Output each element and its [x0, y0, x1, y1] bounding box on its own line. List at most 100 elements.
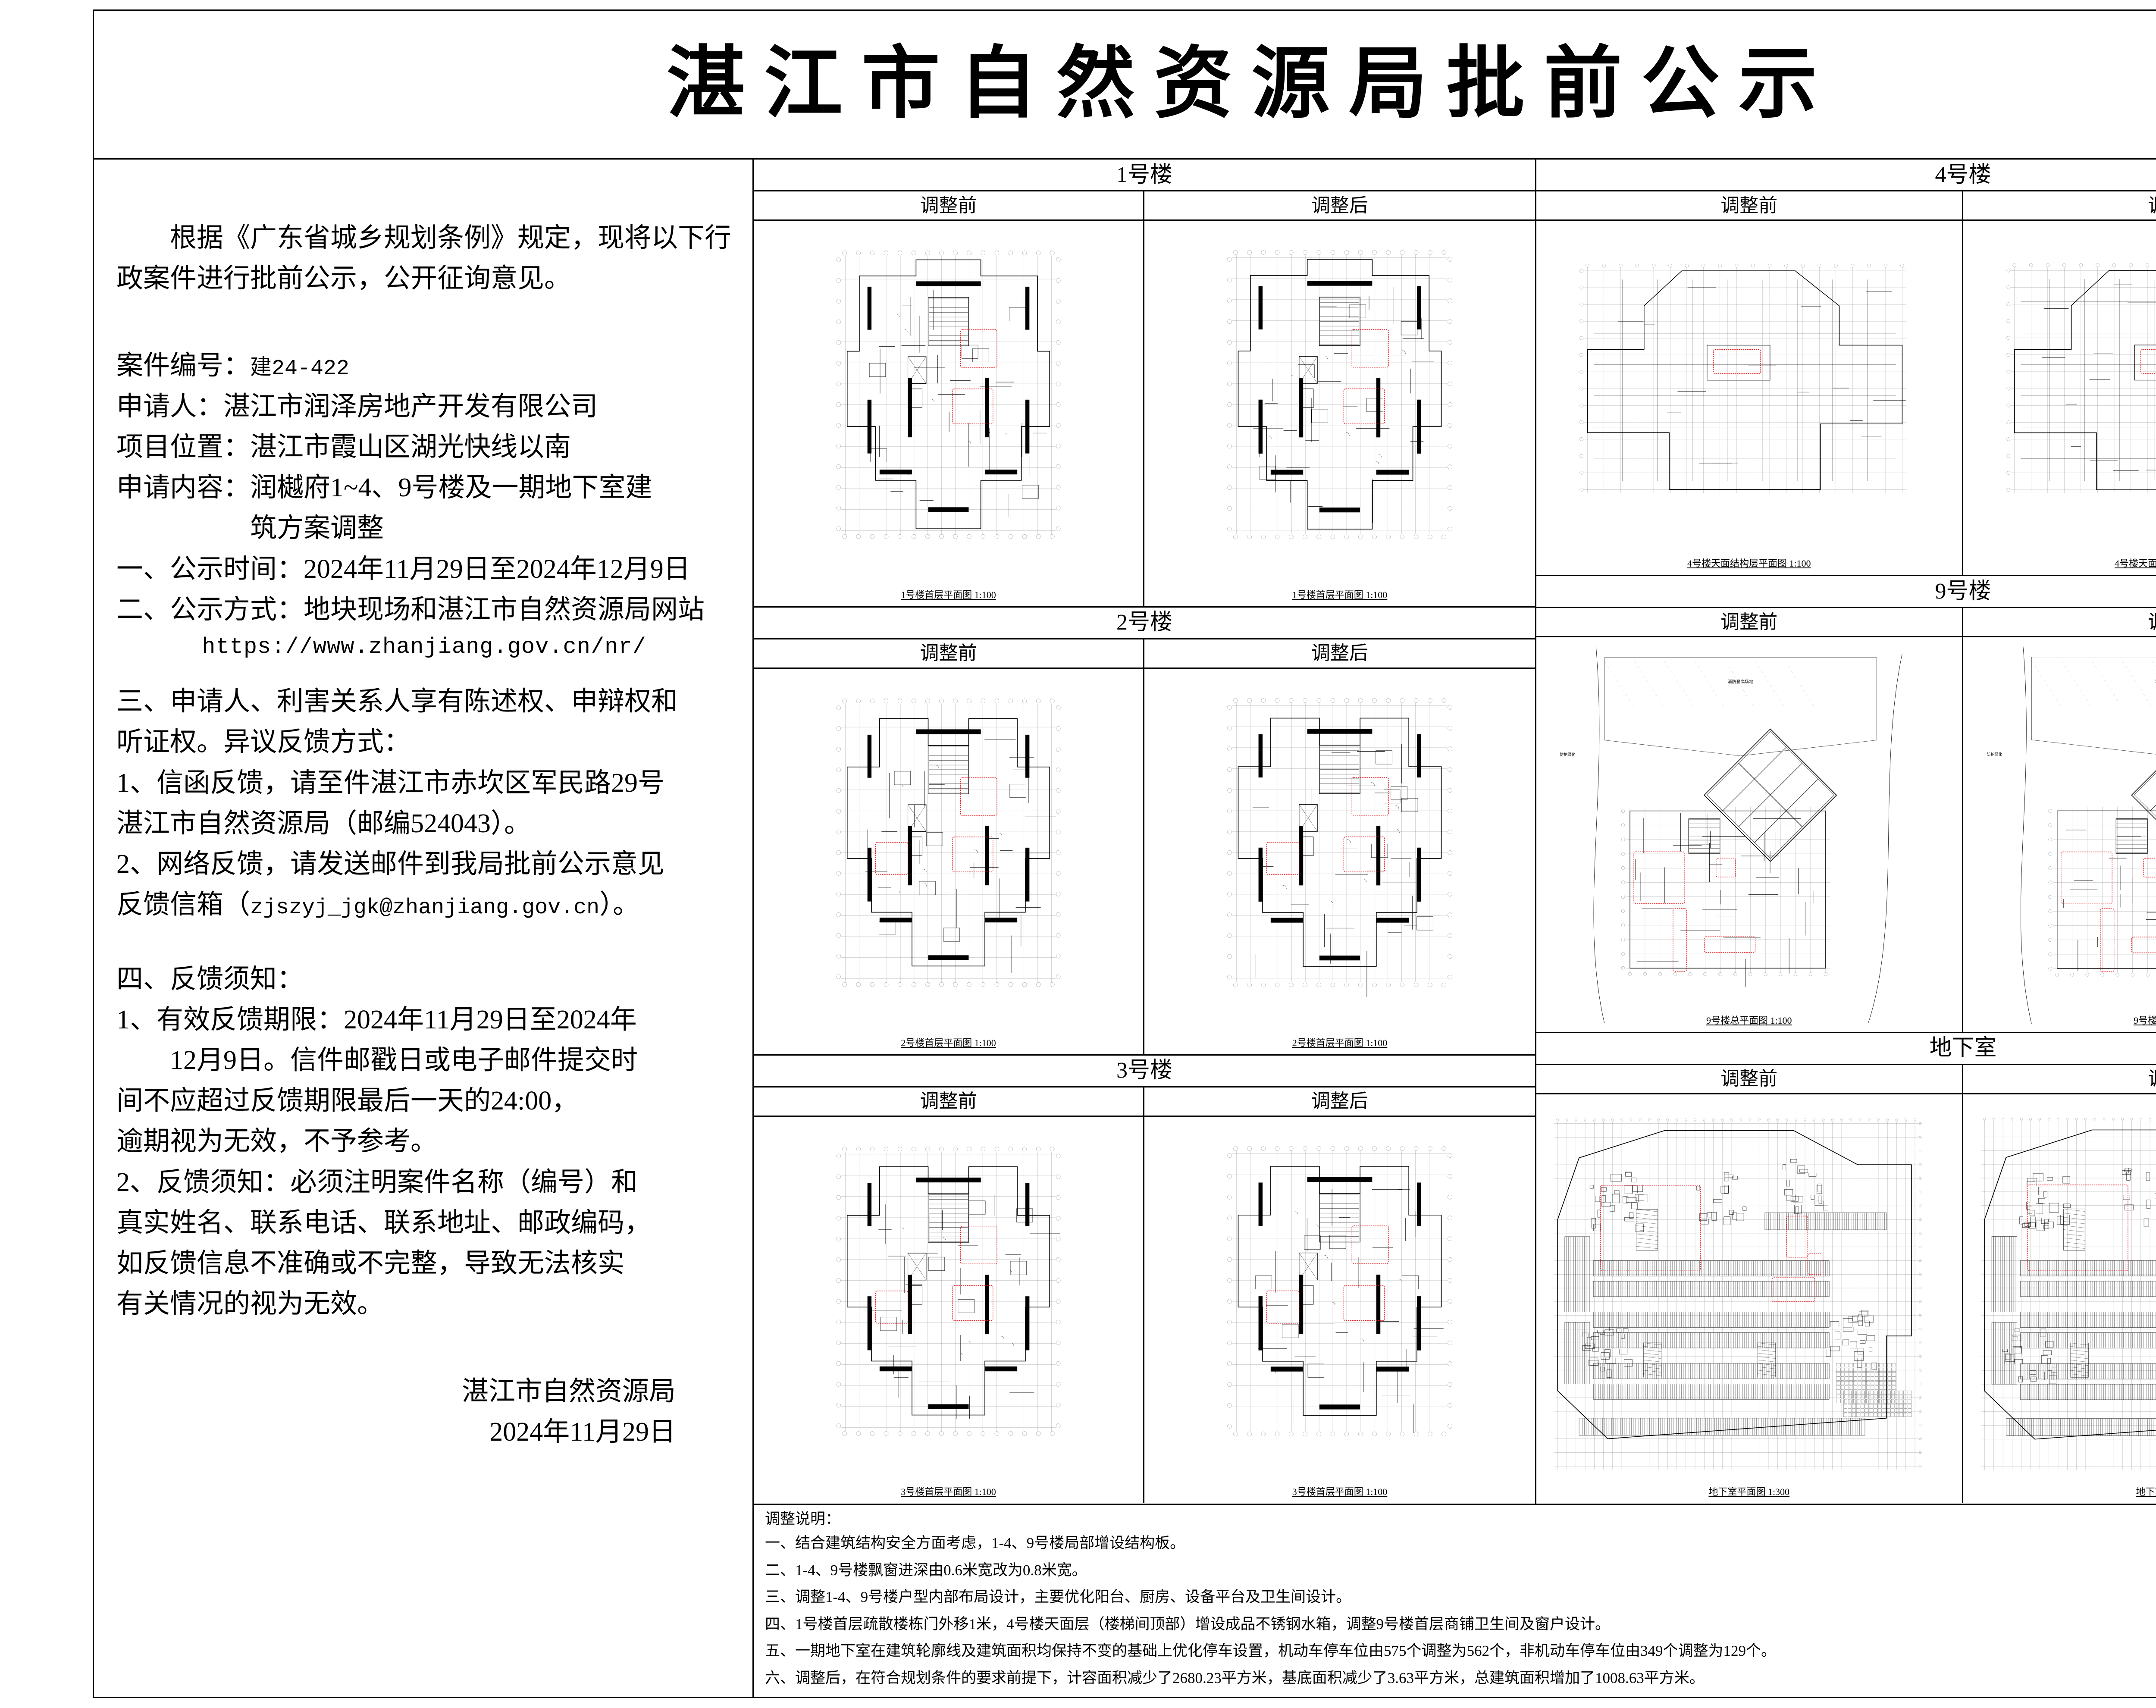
- drawing-caption: 4号楼天面结构层平面图 1:100: [2114, 558, 2156, 569]
- email-prefix: 反馈信箱（: [116, 890, 251, 920]
- after-label-basement: 调整后: [1963, 1065, 2156, 1093]
- section-3-item1-1: 1、信函反馈，请至件湛江市赤坎区军民路29号: [116, 768, 665, 798]
- basementplan-drawing: [1536, 1094, 1962, 1504]
- section-4-item1-3: 间不应超过反馈期限最后一天的24:00，: [116, 1086, 579, 1116]
- feedback-email[interactable]: zjszyj_jgk@zhanjiang.gov.cn: [250, 896, 600, 921]
- location-label: 项目位置：: [116, 432, 251, 462]
- basementplan-drawing: [1963, 1094, 2156, 1504]
- after-label-2: 调整后: [1311, 642, 1368, 664]
- building-group-basement: 地下室 调整前 调整后 地下室平面图 1:300 地下室平面图 1:300: [1536, 1033, 2156, 1504]
- section-1-time: 一、公示时间：2024年11月29日至2024年12月9日: [116, 554, 690, 584]
- building-group-3: 3号楼 调整前 调整后 3号楼首层平面图 1:100 3号楼首层平面图 1:10…: [754, 1056, 1535, 1504]
- section-3-rights-2: 听证权。异议反馈方式：: [116, 727, 411, 757]
- content-label: 申请内容：: [116, 473, 251, 503]
- drawing-1-before[interactable]: 1号楼首层平面图 1:100: [754, 221, 1144, 606]
- drawing-basement-before[interactable]: 地下室平面图 1:300: [1536, 1094, 1963, 1504]
- before-label-3: 调整前: [754, 1087, 1144, 1116]
- building-title-3: 3号楼: [754, 1056, 1535, 1087]
- drawing-caption: 9号楼总平面图 1:100: [2133, 1015, 2156, 1026]
- applicant-value: 湛江市润泽房地产开发有限公司: [223, 392, 598, 421]
- drawing-2-after[interactable]: 2号楼首层平面图 1:100: [1144, 669, 1535, 1054]
- drawing-caption: 3号楼首层平面图 1:100: [901, 1486, 996, 1498]
- section-3-item2-2: 反馈信箱（zjszyj_jgk@zhanjiang.gov.cn）。: [116, 884, 732, 925]
- section-4-item1-4: 逾期视为无效，不予参考。: [116, 1127, 438, 1156]
- svg-text:防护绿化: 防护绿化: [1987, 752, 2002, 757]
- floorplan-drawing: [754, 1117, 1143, 1504]
- issuing-authority: 湛江市自然资源局: [461, 1376, 676, 1406]
- roofplan-drawing: [1536, 221, 1962, 575]
- case-number-label: 案件编号：: [116, 351, 251, 381]
- drawing-caption: 地下室平面图 1:300: [1708, 1486, 1790, 1498]
- building-group-2: 2号楼 调整前 调整后 2号楼首层平面图 1:100 2号楼首层平面图 1:10…: [754, 608, 1535, 1056]
- after-label-3: 调整后: [1311, 1091, 1368, 1112]
- note-item: 一、结合建筑结构安全方面考虑，1-4、9号楼局部增设结构板。: [765, 1535, 1185, 1551]
- notice-intro: 根据《广东省城乡规划条例》规定，现将以下行政案件进行批前公示，公开征询意见。: [116, 223, 732, 294]
- applicant-line: 申请人：湛江市润泽房地产开发有限公司: [116, 386, 732, 427]
- drawing-caption: 2号楼首层平面图 1:100: [1292, 1037, 1388, 1048]
- building-title-2: 2号楼: [754, 608, 1535, 639]
- issue-date: 2024年11月29日: [489, 1417, 676, 1447]
- roofplan-drawing: [1963, 221, 2156, 575]
- drawing-3-before[interactable]: 3号楼首层平面图 1:100: [754, 1116, 1144, 1504]
- section-4-heading: 四、反馈须知：: [116, 964, 304, 994]
- case-number-line: 案件编号：建24-422: [116, 345, 732, 386]
- section-3-item2-1: 2、网络反馈，请发送邮件到我局批前公示意见: [116, 849, 665, 879]
- note-item: 六、调整后，在符合规划条件的要求前提下，计容面积减少了2680.23平方米，基底…: [765, 1669, 1705, 1686]
- section-4-item2-1: 2、反馈须知：必须注明案件名称（编号）和: [116, 1167, 638, 1197]
- case-number-value: 建24-422: [250, 357, 350, 382]
- floorplan-drawing: [1144, 669, 1535, 1054]
- notice-sheet: 湛江市自然资源局批前公示 根据《广东省城乡规划条例》规定，现将以下行政案件进行批…: [93, 9, 2156, 1698]
- note-item: 五、一期地下室在建筑轮廓线及建筑面积均保持不变的基础上优化停车设置，机动车停车位…: [765, 1642, 1777, 1659]
- notice-text-column: 根据《广东省城乡规划条例》规定，现将以下行政案件进行批前公示，公开征询意见。 案…: [94, 160, 754, 1697]
- notice-website-url[interactable]: https://www.zhanjiang.gov.cn/nr/: [202, 634, 646, 660]
- drawing-basement-after[interactable]: 地下室平面图 1:300: [1963, 1094, 2156, 1504]
- floorplan-drawing: [754, 221, 1143, 606]
- drawing-caption: 4号楼天面结构层平面图 1:100: [1687, 558, 1811, 569]
- drawings-area: 1号楼 调整前 调整后 1号楼首层平面图 1:100 1号楼首层平面图 1:10…: [754, 160, 2156, 1697]
- section-4-item1-2: 12月9日。信件邮戳日或电子邮件提交时: [170, 1046, 638, 1075]
- svg-text:消防登高场地: 消防登高场地: [1728, 679, 1754, 684]
- section-4-item2-2: 真实姓名、联系电话、联系地址、邮政编码，: [116, 1208, 652, 1238]
- before-label-basement: 调整前: [1536, 1065, 1963, 1093]
- section-4-item2-4: 有关情况的视为无效。: [116, 1289, 384, 1319]
- building-title-1: 1号楼: [754, 160, 1535, 191]
- drawing-caption: 2号楼首层平面图 1:100: [901, 1037, 996, 1048]
- section-3-rights-1: 三、申请人、利害关系人享有陈述权、申辩权和: [116, 687, 678, 717]
- svg-text:防护绿化: 防护绿化: [1560, 752, 1575, 757]
- building-group-1: 1号楼 调整前 调整后 1号楼首层平面图 1:100 1号楼首层平面图 1:10…: [754, 160, 1535, 608]
- building-title-4: 4号楼: [1536, 160, 2156, 191]
- drawing-1-after[interactable]: 1号楼首层平面图 1:100: [1144, 221, 1535, 606]
- building-title-basement: 地下室: [1536, 1033, 2156, 1065]
- section-4-item2-3: 如反馈信息不准确或不完整，导致无法核实: [116, 1249, 625, 1279]
- drawing-3-after[interactable]: 3号楼首层平面图 1:100: [1144, 1117, 1535, 1504]
- content-line-2: 筑方案调整: [250, 514, 384, 543]
- before-label-9: 调整前: [1536, 608, 1963, 636]
- notes-heading: 调整说明：: [765, 1510, 841, 1527]
- drawing-2-before[interactable]: 2号楼首层平面图 1:100: [754, 668, 1144, 1054]
- applicant-label: 申请人：: [116, 392, 224, 421]
- section-2-method: 二、公示方式：地块现场和湛江市自然资源局网站: [116, 595, 705, 624]
- note-item: 二、1-4、9号楼飘窗进深由0.6米宽改为0.8米宽。: [765, 1561, 1087, 1579]
- after-label-9: 调整后: [1963, 608, 2156, 636]
- section-4-item1-1: 1、有效反馈期限：2024年11月29日至2024年: [116, 1005, 637, 1034]
- siteplan-drawing: 消防登高场地防护绿化: [1536, 637, 1962, 1032]
- after-label-4: 调整后: [1963, 191, 2156, 219]
- note-item: 四、1号楼首层疏散楼栋门外移1米，4号楼天面层（楼梯间顶部）增设成品不锈钢水箱，…: [765, 1615, 1611, 1633]
- floorplan-drawing: [1144, 1117, 1535, 1504]
- drawings-grid: 1号楼 调整前 调整后 1号楼首层平面图 1:100 1号楼首层平面图 1:10…: [754, 160, 2156, 1504]
- building-title-9: 9号楼: [1536, 576, 2156, 608]
- before-label-4: 调整前: [1536, 191, 1963, 219]
- floorplan-drawing: [754, 669, 1143, 1054]
- email-suffix: ）。: [599, 890, 640, 920]
- title-bar: 湛江市自然资源局批前公示: [94, 11, 2156, 160]
- adjustment-notes: 调整说明： 一、结合建筑结构安全方面考虑，1-4、9号楼局部增设结构板。 二、1…: [754, 1503, 2156, 1697]
- drawing-4-after[interactable]: 4号楼天面结构层平面图 1:100: [1963, 221, 2156, 575]
- note-item: 三、调整1-4、9号楼户型内部布局设计，主要优化阳台、厨房、设备平台及卫生间设计…: [765, 1589, 1351, 1605]
- drawing-caption: 1号楼首层平面图 1:100: [901, 589, 996, 600]
- drawing-4-before[interactable]: 4号楼天面结构层平面图 1:100: [1536, 221, 1963, 575]
- content-value-1: 润樾府1~4、9号楼及一期地下室建: [250, 473, 652, 503]
